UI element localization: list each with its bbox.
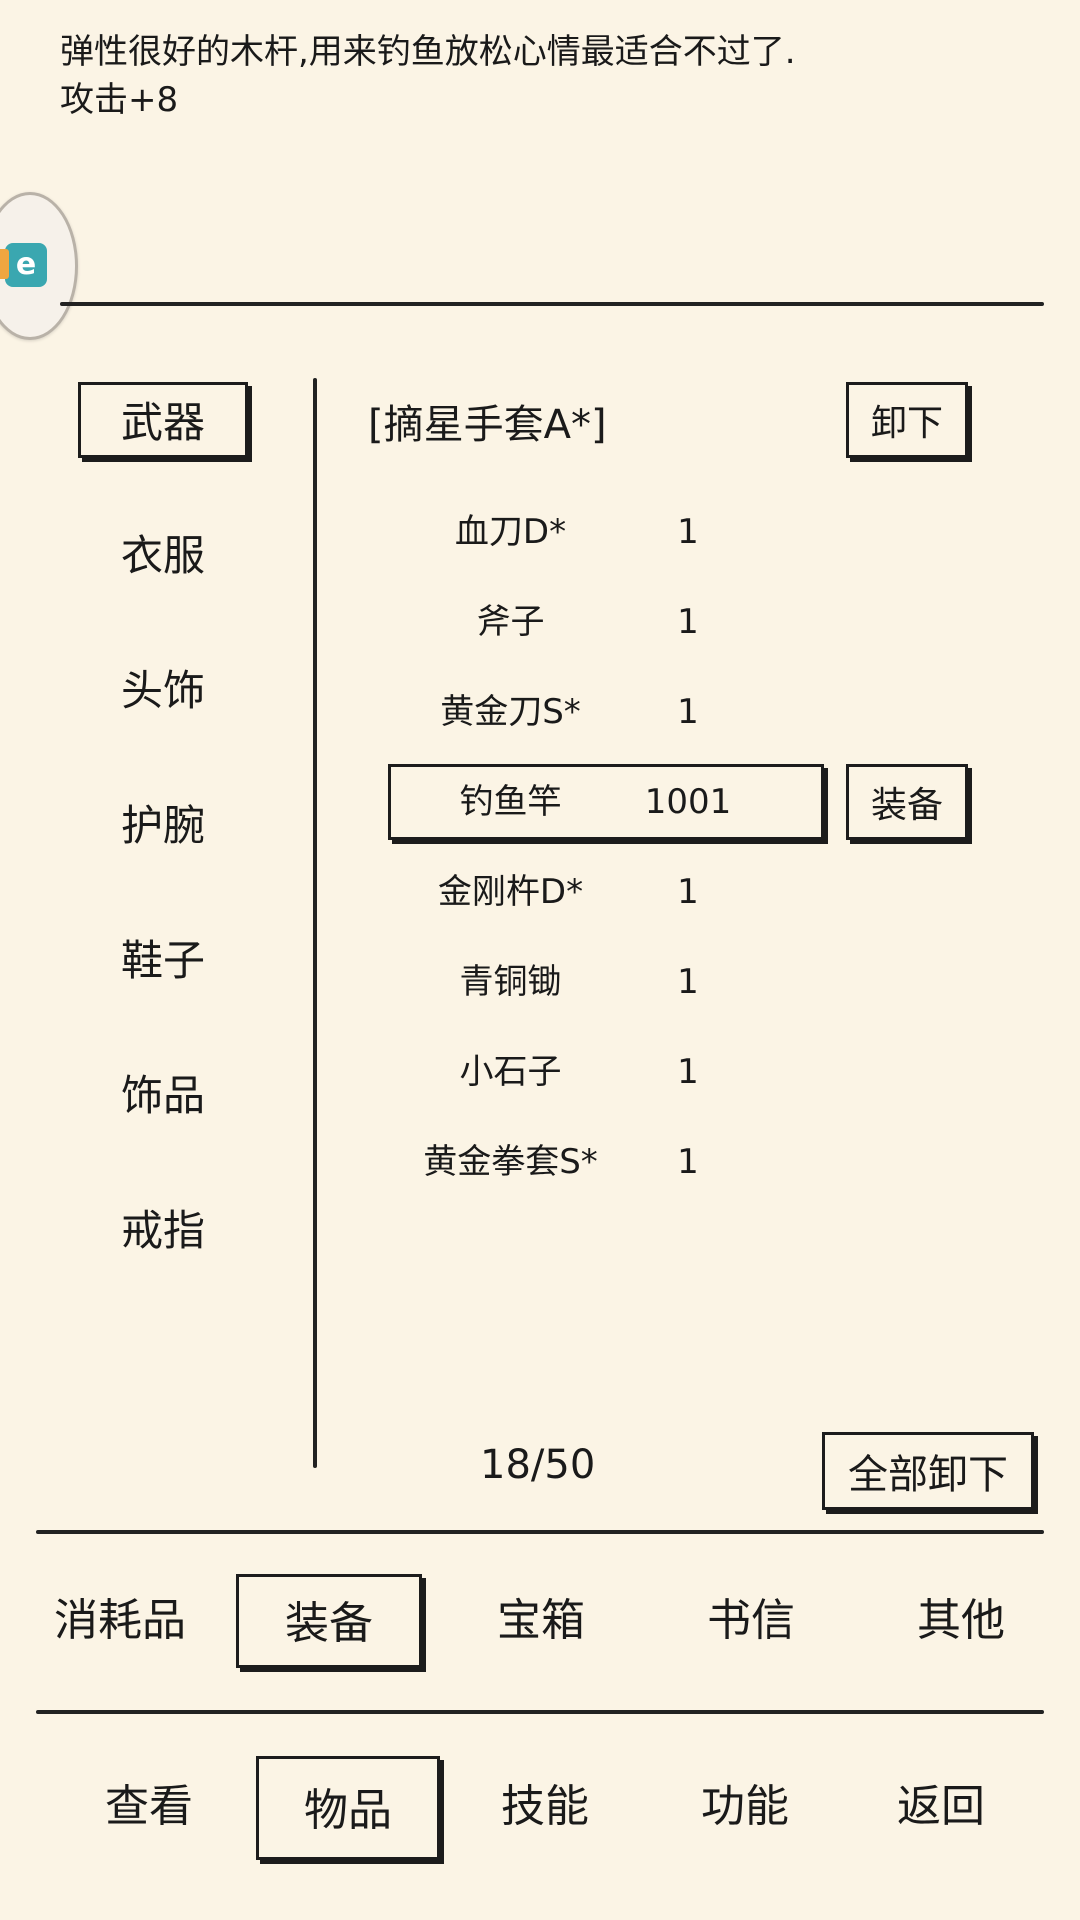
tab-letters[interactable]: 书信 — [707, 1595, 795, 1646]
unequip-button-label: 卸下 — [870, 403, 943, 444]
nav-view[interactable]: 查看 — [105, 1781, 193, 1832]
nav-functions[interactable]: 功能 — [701, 1781, 789, 1832]
top-divider — [60, 302, 1044, 306]
unequip-button[interactable]: 卸下 — [846, 382, 968, 458]
tab-other[interactable]: 其他 — [917, 1595, 1005, 1646]
app-logo-icon: e — [0, 243, 47, 287]
tab-equipment[interactable]: 装备 — [236, 1574, 422, 1668]
selected-item-frame[interactable] — [388, 764, 824, 840]
item-stat-text: 攻击+8 — [60, 80, 179, 120]
tab-chests[interactable]: 宝箱 — [497, 1595, 585, 1646]
item-count: 1 — [677, 602, 699, 642]
category-accessories[interactable]: 饰品 — [120, 1071, 205, 1120]
item-count: 1 — [677, 872, 699, 912]
category-weapon[interactable]: 武器 — [78, 382, 248, 458]
item-count: 1 — [677, 512, 699, 552]
page-count: 18/50 — [480, 1442, 596, 1488]
item-count: 1 — [677, 1142, 699, 1182]
list-item[interactable]: 青铜锄 1 — [388, 942, 818, 1022]
item-count: 1001 — [644, 782, 732, 822]
category-rings[interactable]: 戒指 — [120, 1206, 205, 1255]
item-name: 黄金拳套S* — [423, 1142, 598, 1182]
category-headwear[interactable]: 头饰 — [120, 666, 205, 715]
unequip-all-button-label: 全部卸下 — [848, 1452, 1008, 1498]
item-name: 血刀D* — [454, 512, 567, 552]
list-item-selected[interactable]: 钓鱼竿 1001 — [388, 762, 818, 842]
inventory-tabs-divider — [36, 1530, 1044, 1534]
category-clothes[interactable]: 衣服 — [120, 531, 205, 580]
nav-skills[interactable]: 技能 — [501, 1781, 589, 1832]
list-item[interactable]: 黄金刀S* 1 — [388, 672, 818, 752]
item-description-text: 弹性很好的木杆,用来钓鱼放松心情最适合不过了. — [60, 32, 796, 72]
nav-back[interactable]: 返回 — [897, 1781, 985, 1832]
floating-assistant-button[interactable]: e — [0, 192, 78, 340]
list-item[interactable]: 小石子 1 — [388, 1032, 818, 1112]
item-count: 1 — [677, 962, 699, 1002]
category-bracers[interactable]: 护腕 — [120, 801, 205, 850]
nav-items[interactable]: 物品 — [256, 1756, 440, 1860]
item-name: 青铜锄 — [459, 962, 562, 1002]
column-divider — [313, 378, 317, 1468]
item-name: 小石子 — [459, 1052, 562, 1092]
list-item[interactable]: 血刀D* 1 — [388, 492, 818, 572]
equip-button[interactable]: 装备 — [846, 764, 968, 840]
equip-button-label: 装备 — [870, 785, 943, 826]
list-item[interactable]: 斧子 1 — [388, 582, 818, 662]
item-name: 斧子 — [476, 602, 545, 642]
list-item[interactable]: 黄金拳套S* 1 — [388, 1122, 818, 1202]
item-name: 金刚杵D* — [437, 872, 584, 912]
unequip-all-button[interactable]: 全部卸下 — [822, 1432, 1034, 1510]
item-name: 钓鱼竿 — [459, 782, 562, 822]
bottom-nav-divider — [36, 1710, 1044, 1714]
list-item[interactable]: 金刚杵D* 1 — [388, 852, 818, 932]
item-count: 1 — [677, 1052, 699, 1092]
item-name: 黄金刀S* — [440, 692, 581, 732]
item-count: 1 — [677, 692, 699, 732]
item-description: 弹性很好的木杆,用来钓鱼放松心情最适合不过了. 攻击+8 — [60, 28, 796, 124]
equipped-item-name: [摘星手套A*] — [368, 402, 607, 448]
category-shoes[interactable]: 鞋子 — [120, 936, 205, 985]
tab-consumables[interactable]: 消耗品 — [54, 1595, 186, 1646]
